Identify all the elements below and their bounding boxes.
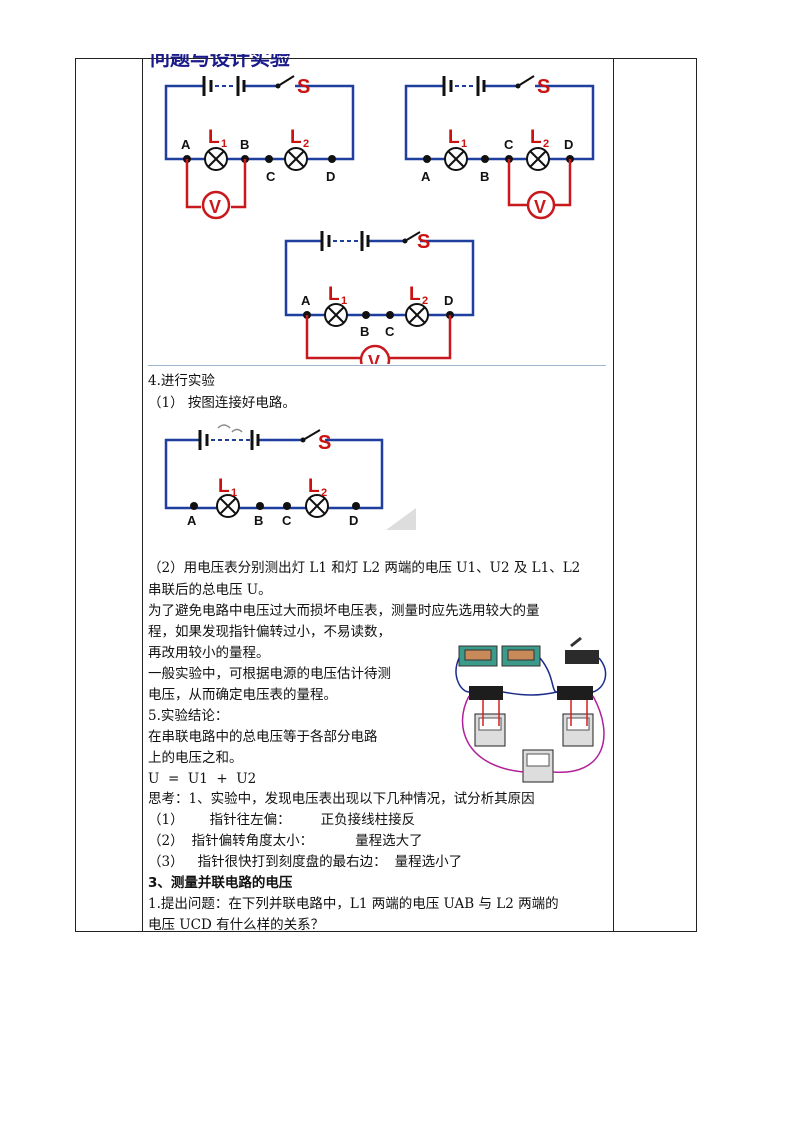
formula: U = U1 + U2 bbox=[148, 771, 257, 787]
think-item-1: （1）指针往左偏：正负接线柱接反 bbox=[148, 812, 416, 828]
step2-line2: 串联后的总电压 U。 bbox=[148, 582, 272, 598]
step2-line1: （2）用电压表分别测出灯 L1 和灯 L2 两端的电压 U1、U2 及 L1、L… bbox=[148, 560, 581, 576]
svg-text:C: C bbox=[282, 513, 292, 528]
svg-text:D: D bbox=[326, 169, 335, 184]
table-column-divider-left bbox=[142, 59, 143, 931]
section3-question-line2: 电压 UCD 有什么样的关系？ bbox=[148, 917, 325, 933]
svg-text:C: C bbox=[266, 169, 276, 184]
svg-text:C: C bbox=[504, 137, 514, 152]
svg-text:2: 2 bbox=[543, 138, 549, 150]
circuit-diagram-l2: S L 1 L 2 A B C D V bbox=[404, 75, 595, 220]
svg-text:L: L bbox=[448, 127, 460, 148]
svg-text:1: 1 bbox=[221, 138, 227, 150]
note-line2: 程，如果发现指针偏转过小，不易读数， bbox=[148, 624, 391, 640]
svg-text:L: L bbox=[290, 127, 302, 148]
conclusion-line1: 在串联电路中的总电压等于各部分电路 bbox=[148, 729, 378, 745]
svg-text:S: S bbox=[417, 231, 430, 253]
header-fragment: 问题与设计实验 bbox=[150, 54, 290, 68]
svg-text:B: B bbox=[360, 324, 369, 339]
experiment-apparatus-illustration bbox=[455, 636, 613, 784]
svg-text:L: L bbox=[409, 284, 421, 305]
think-item-2: （2）指针偏转角度太小：量程选大了 bbox=[148, 833, 423, 849]
svg-text:B: B bbox=[480, 169, 489, 184]
svg-text:L: L bbox=[218, 476, 230, 497]
svg-text:V: V bbox=[368, 352, 380, 364]
svg-text:A: A bbox=[421, 169, 431, 184]
svg-text:2: 2 bbox=[303, 138, 309, 150]
svg-text:C: C bbox=[385, 324, 395, 339]
svg-text:D: D bbox=[349, 513, 358, 528]
svg-text:L: L bbox=[308, 476, 320, 497]
svg-text:V: V bbox=[209, 197, 221, 217]
svg-text:L: L bbox=[328, 284, 340, 305]
conclusion-line2: 上的电压之和。 bbox=[148, 750, 243, 766]
svg-text:L: L bbox=[530, 127, 542, 148]
svg-text:1: 1 bbox=[341, 295, 347, 307]
svg-text:V: V bbox=[534, 197, 546, 217]
circuit-diagram-series: S L 1 L 2 A B C D bbox=[164, 424, 416, 530]
think-question: 思考：1、实验中，发现电压表出现以下几种情况，试分析其原因 bbox=[148, 791, 535, 807]
note-line1: 为了避免电路中电压过大而损坏电压表，测量时应先选用较大的量 bbox=[148, 603, 540, 619]
svg-text:S: S bbox=[318, 432, 331, 454]
svg-text:B: B bbox=[254, 513, 263, 528]
svg-text:D: D bbox=[444, 293, 453, 308]
svg-text:L: L bbox=[208, 127, 220, 148]
svg-text:2: 2 bbox=[321, 487, 327, 499]
svg-text:1: 1 bbox=[461, 138, 467, 150]
content-table bbox=[75, 58, 697, 932]
svg-text:B: B bbox=[240, 137, 249, 152]
section5-heading: 5.实验结论： bbox=[148, 708, 229, 724]
think-item-3: （3）指针很快打到刻度盘的最右边：量程选小了 bbox=[148, 854, 463, 870]
svg-text:D: D bbox=[564, 137, 573, 152]
table-column-divider-right bbox=[613, 59, 614, 931]
svg-text:A: A bbox=[301, 293, 311, 308]
circuit-diagram-l1: S L 1 L 2 A B C D V bbox=[164, 75, 355, 220]
note-line4: 一般实验中，可根据电源的电压估计待测 bbox=[148, 666, 391, 682]
section-divider bbox=[148, 365, 606, 366]
svg-text:A: A bbox=[187, 513, 197, 528]
section3-heading: 3、测量并联电路的电压 bbox=[148, 875, 293, 891]
note-line3: 再改用较小的量程。 bbox=[148, 645, 270, 661]
svg-text:A: A bbox=[181, 137, 191, 152]
note-line5: 电压，从而确定电压表的量程。 bbox=[148, 687, 337, 703]
svg-text:S: S bbox=[537, 76, 550, 98]
section3-question-line1: 1.提出问题：在下列并联电路中，L1 两端的电压 UAB 与 L2 两端的 bbox=[148, 896, 559, 912]
step1-text: （1） 按图连接好电路。 bbox=[148, 395, 296, 411]
switch-label: S bbox=[297, 76, 310, 98]
svg-text:1: 1 bbox=[231, 487, 237, 499]
svg-text:2: 2 bbox=[422, 295, 428, 307]
circuit-diagram-total: S L 1 L 2 A B C D V bbox=[284, 231, 475, 364]
section4-heading: 4.进行实验 bbox=[148, 373, 215, 389]
